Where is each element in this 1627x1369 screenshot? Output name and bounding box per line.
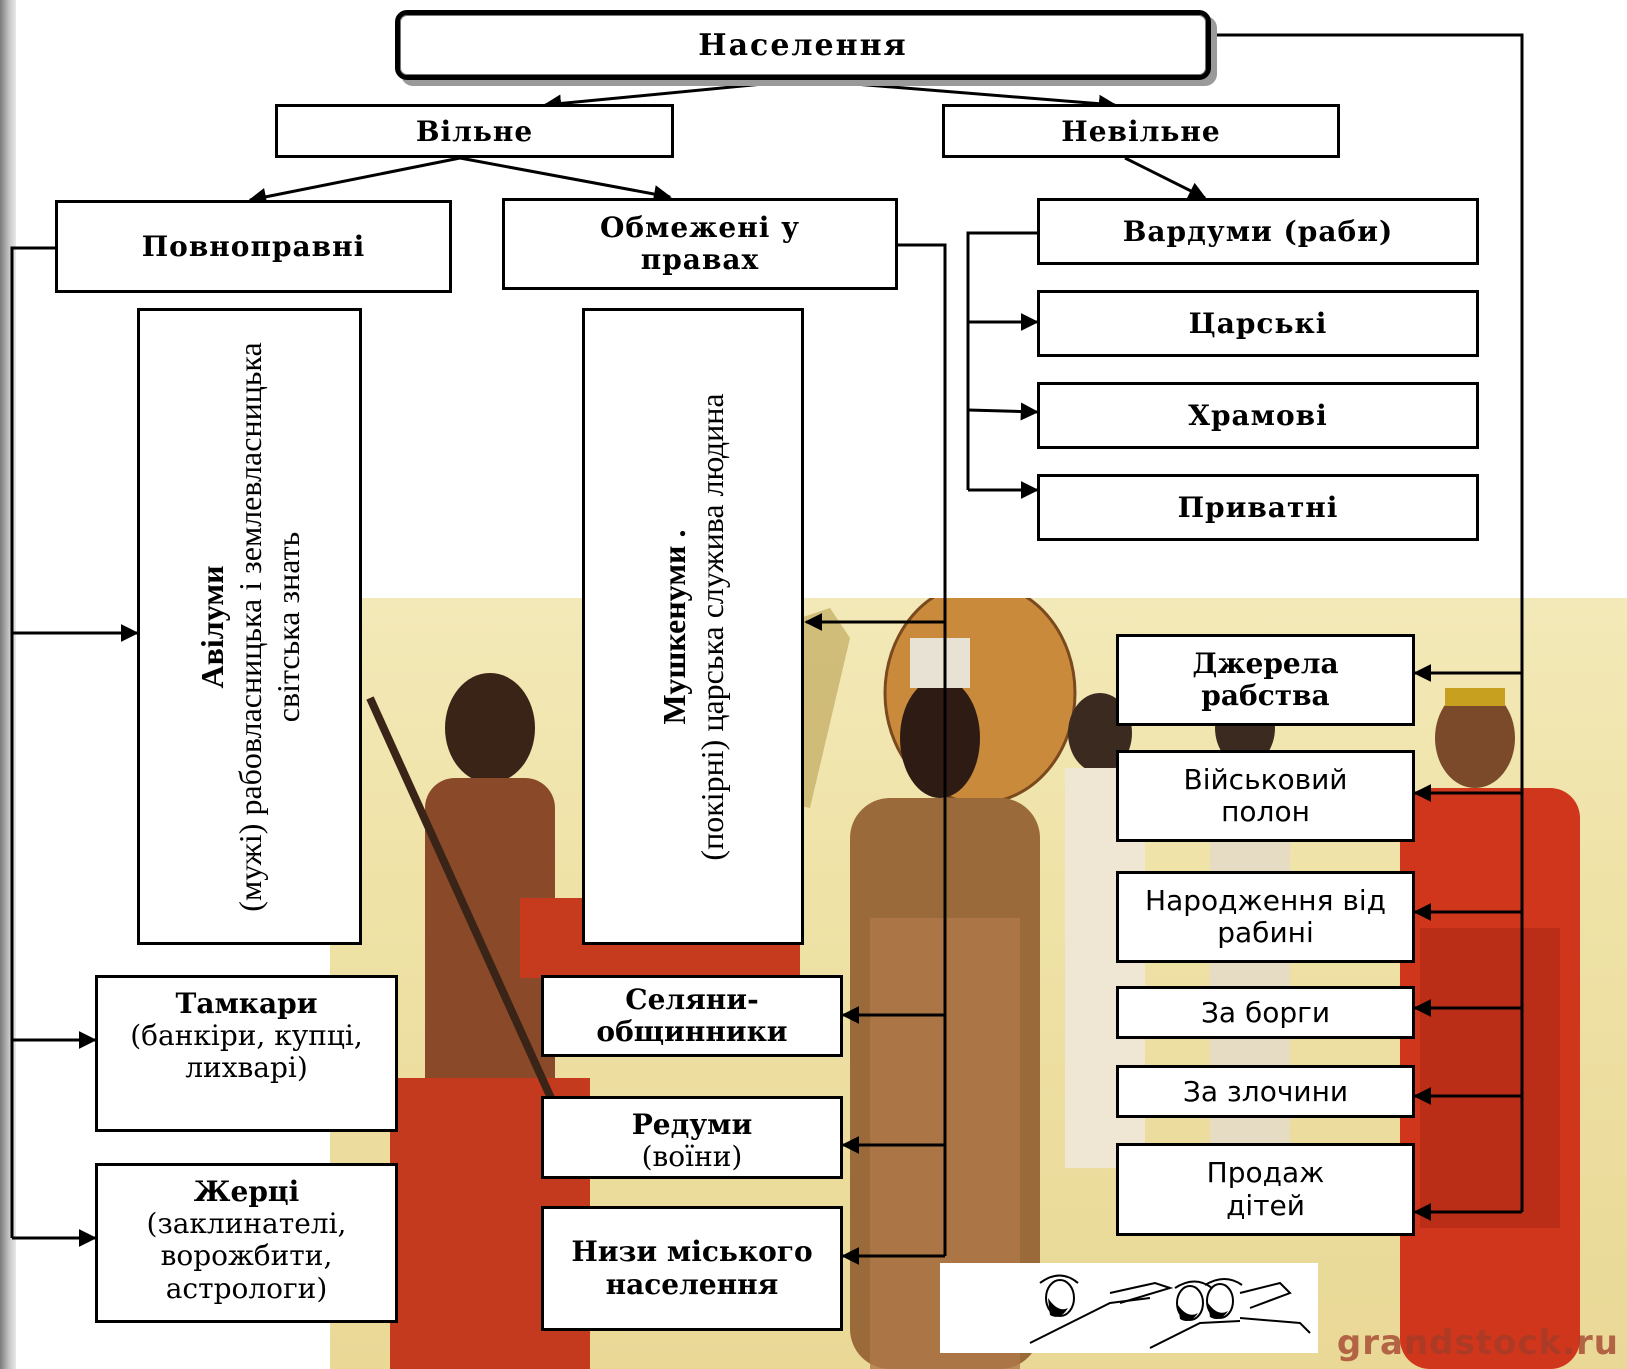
mushkenums-line1: (покірні) царська служива людина [694,392,730,861]
node-source-crimes: За злочини [1116,1065,1415,1118]
node-full-rights-label: Повноправні [141,230,366,263]
node-slaves-label: Вардуми (раби) [1122,215,1394,248]
node-tamkars: Тамкари (банкіри, купці, лихварі) [95,975,398,1132]
node-peasants: Селяни-общинники [541,975,843,1057]
node-source-debts: За борги [1116,986,1415,1039]
peasants-title: Селяни-общинники [596,982,788,1048]
node-population: Населення [395,10,1211,80]
node-mushkenums-text: Мушкенуми . (покірні) царська служива лю… [655,393,731,860]
node-unfree-label: Невільне [1061,114,1221,148]
urban-poor-title: Низи міського населення [571,1235,813,1301]
node-full-rights: Повноправні [55,200,452,293]
node-limited-rights-label: Обмежені у правах [599,210,801,276]
node-source-birth: Народження від рабині [1116,871,1415,963]
priests-title: Жерці [193,1175,300,1208]
node-redums: Редуми (воїни) [541,1096,843,1179]
node-slaves-royal-label: Царські [1188,307,1328,340]
tamkars-detail: (банкіри, купці, лихварі) [130,1019,363,1085]
node-sources: Джерела рабства [1116,634,1415,726]
node-urban-poor: Низи міського населення [541,1206,843,1331]
source-war-label: Військовий полон [1183,762,1348,828]
node-free-label: Вільне [415,114,534,148]
node-slaves-private: Приватні [1037,474,1479,541]
source-crimes-label: За злочини [1182,1075,1349,1108]
node-source-children: Продаж дітей [1116,1143,1415,1236]
node-source-war: Військовий полон [1116,750,1415,842]
source-birth-label: Народження від рабині [1145,883,1386,949]
node-free: Вільне [275,104,674,158]
node-limited-rights: Обмежені у правах [502,198,898,290]
frieze-image [940,1263,1318,1353]
redums-title: Редуми [631,1108,753,1141]
node-slaves-royal: Царські [1037,290,1479,357]
source-children-label: Продаж дітей [1206,1156,1325,1222]
watermark: grandstock.ru [1336,1323,1619,1363]
node-slaves-temple-label: Храмові [1188,399,1328,432]
source-debts-label: За борги [1200,996,1331,1029]
sources-title: Джерела рабства [1192,646,1339,712]
redums-detail: (воїни) [641,1140,743,1174]
node-mushkenums: Мушкенуми . (покірні) царська служива лю… [582,308,804,945]
node-slaves-temple: Храмові [1037,382,1479,449]
node-priests: Жерці (заклинателі, ворожбити, астрологи… [95,1163,398,1323]
priests-detail: (заклинателі, ворожбити, астрологи) [146,1207,347,1305]
avilums-line2: світська знать [269,531,306,722]
avilums-line1: (мужі) рабовласницька і землевласницька [231,341,268,912]
node-slaves-private-label: Приватні [1177,491,1339,524]
avilums-title: Авілуми [193,564,230,689]
tamkars-title: Тамкари [175,987,318,1020]
node-avilums: Авілуми (мужі) рабовласницька і землевла… [137,308,362,945]
mushkenums-title: Мушкенуми . [656,529,692,724]
node-unfree: Невільне [942,104,1340,158]
node-slaves: Вардуми (раби) [1037,198,1479,265]
node-population-label: Населення [698,27,908,63]
node-avilums-text: Авілуми (мужі) рабовласницька і землевла… [193,342,307,911]
